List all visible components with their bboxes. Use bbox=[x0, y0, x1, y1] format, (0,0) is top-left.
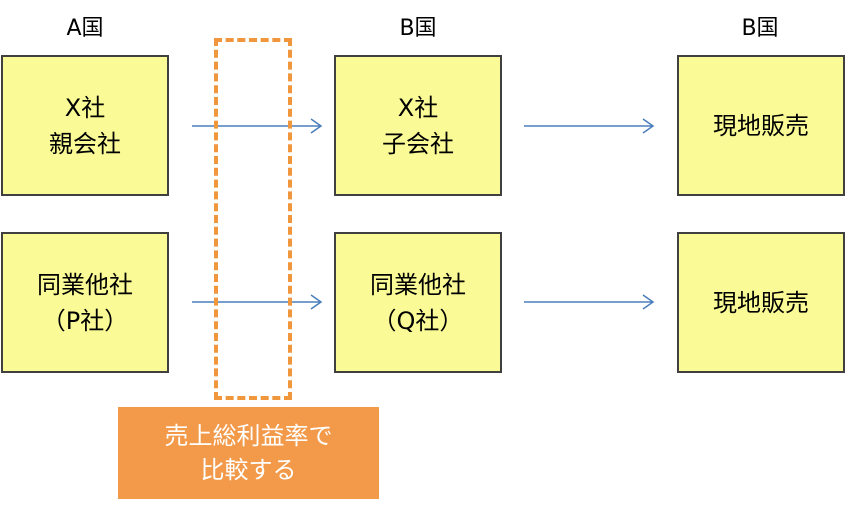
column-label-country-b: B国 bbox=[399, 16, 437, 41]
x-subsidiary-name: X社 bbox=[397, 93, 439, 122]
x-parent-box: X社 親会社 bbox=[1, 55, 169, 196]
x-parent-role: 親会社 bbox=[49, 129, 121, 158]
x-parent-name: X社 bbox=[64, 93, 106, 122]
local-sales-box-top: 現地販売 bbox=[677, 55, 845, 196]
x-subsidiary-role: 子会社 bbox=[382, 129, 454, 158]
p-company-name: （P社） bbox=[41, 306, 129, 335]
column-label-country-a: A国 bbox=[66, 16, 104, 41]
x-subsidiary-box: X社 子会社 bbox=[334, 55, 502, 196]
q-company-box: 同業他社 （Q社） bbox=[334, 232, 502, 373]
p-company-type: 同業他社 bbox=[37, 270, 133, 299]
comparison-dashed-frame bbox=[214, 38, 292, 400]
q-company-type: 同業他社 bbox=[370, 270, 466, 299]
q-company-name: （Q社） bbox=[372, 306, 464, 335]
local-sales-box-bottom: 現地販売 bbox=[677, 232, 845, 373]
comparison-callout: 売上総利益率で 比較する bbox=[118, 407, 379, 499]
p-company-box: 同業他社 （P社） bbox=[1, 232, 169, 373]
arrow-p-to-q-head bbox=[310, 294, 323, 310]
local-sales-label-bottom: 現地販売 bbox=[713, 288, 809, 317]
arrow-x-subsidiary-to-local-sales-head bbox=[642, 118, 655, 134]
arrow-x-parent-to-subsidiary-head bbox=[310, 118, 323, 134]
callout-line-2: 比較する bbox=[200, 456, 297, 484]
callout-line-1: 売上総利益率で bbox=[164, 422, 333, 450]
arrow-q-to-local-sales-head bbox=[642, 294, 655, 310]
local-sales-label-top: 現地販売 bbox=[713, 111, 809, 140]
column-label-country-b-local: B国 bbox=[741, 16, 779, 41]
